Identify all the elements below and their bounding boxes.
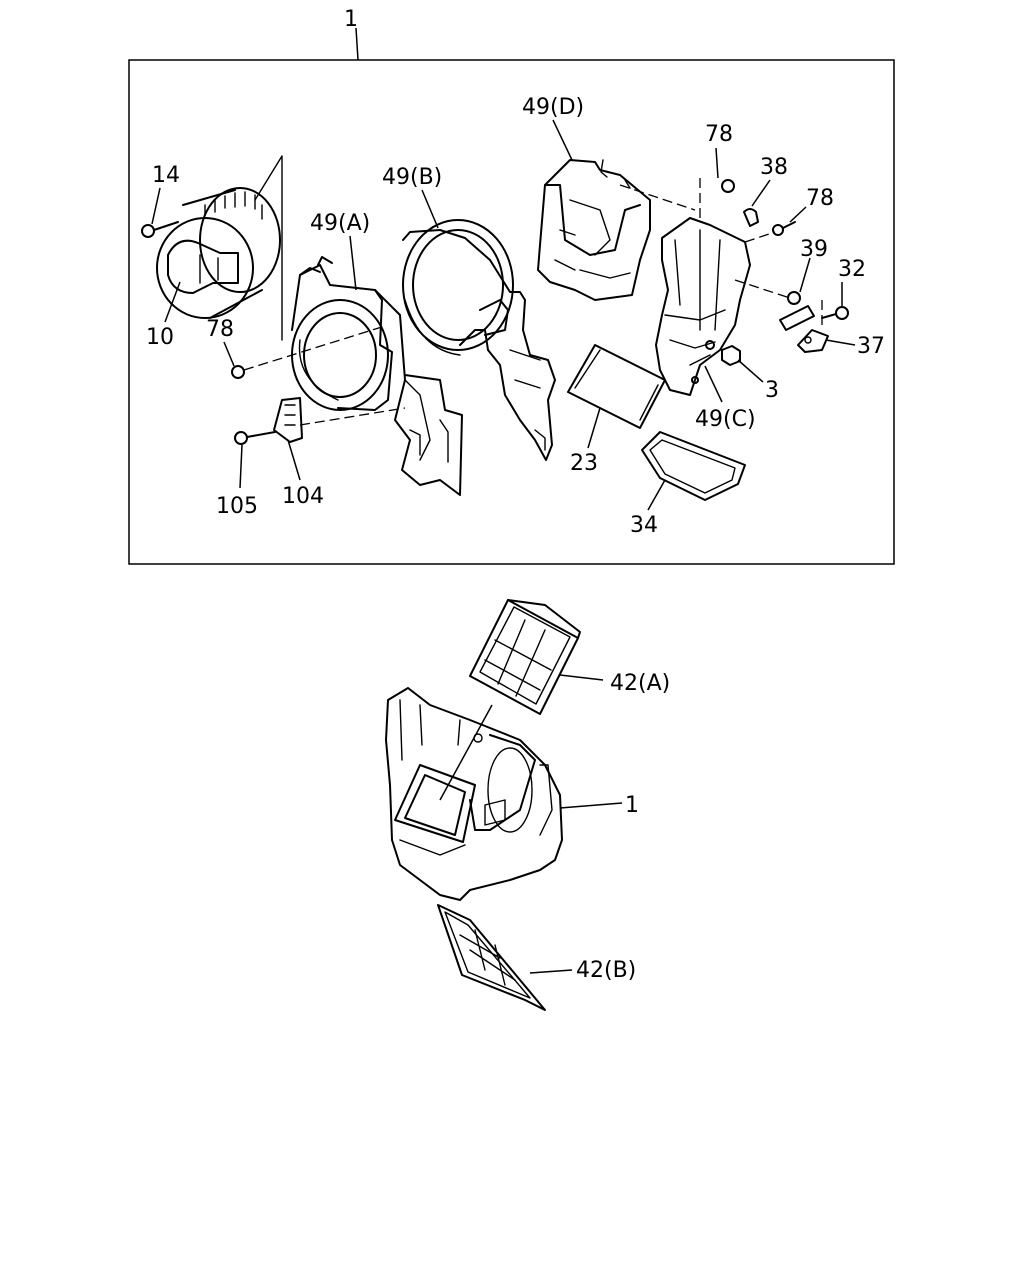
callout-23: 23 bbox=[570, 451, 598, 476]
clip-38-part bbox=[743, 179, 771, 227]
callout-78-left: 78 bbox=[206, 317, 234, 342]
filter-42b-part bbox=[437, 904, 573, 1011]
callout-49d: 49(D) bbox=[522, 95, 584, 120]
callout-105: 105 bbox=[216, 494, 258, 519]
callout-assembly-bottom: 1 bbox=[625, 793, 639, 818]
screw-32-part bbox=[821, 282, 849, 330]
blower-case-49b-part bbox=[402, 189, 556, 461]
blower-case-49a-part bbox=[291, 235, 463, 496]
callout-37: 37 bbox=[857, 334, 885, 359]
callout-14: 14 bbox=[152, 163, 180, 188]
screw-78-left-part bbox=[223, 325, 386, 379]
resistor-104-part bbox=[273, 397, 406, 481]
blower-motor-part bbox=[156, 155, 283, 341]
screw-14-part bbox=[141, 187, 179, 238]
callout-assembly-top: 1 bbox=[344, 7, 358, 32]
gasket-34-part bbox=[641, 431, 746, 511]
callout-3: 3 bbox=[765, 378, 779, 403]
callout-78-top: 78 bbox=[705, 122, 733, 147]
callout-34: 34 bbox=[630, 513, 658, 538]
callout-49b: 49(B) bbox=[382, 165, 442, 190]
screw-105-part bbox=[234, 431, 276, 489]
blower-assembly-part bbox=[385, 687, 563, 901]
screw-78-top-part bbox=[699, 147, 735, 222]
callout-42a: 42(A) bbox=[610, 671, 670, 696]
link-37-part bbox=[797, 329, 856, 353]
nut-3-part bbox=[721, 345, 764, 383]
callout-39: 39 bbox=[800, 237, 828, 262]
filter-42a-part bbox=[439, 599, 604, 801]
callout-10: 10 bbox=[146, 325, 174, 350]
callout-32: 32 bbox=[838, 257, 866, 282]
callout-49c: 49(C) bbox=[695, 407, 756, 432]
callout-49a: 49(A) bbox=[310, 211, 370, 236]
callout-42b: 42(B) bbox=[576, 958, 636, 983]
duct-49d-part bbox=[537, 119, 696, 301]
callout-104: 104 bbox=[282, 484, 324, 509]
callout-38: 38 bbox=[760, 155, 788, 180]
exploded-view-frame bbox=[128, 59, 895, 565]
lever-39-part bbox=[734, 257, 815, 331]
housing-49c-part bbox=[655, 217, 751, 403]
callout-78-right: 78 bbox=[806, 186, 834, 211]
filter-23-part bbox=[567, 344, 666, 449]
screw-78-right-part bbox=[744, 206, 807, 243]
